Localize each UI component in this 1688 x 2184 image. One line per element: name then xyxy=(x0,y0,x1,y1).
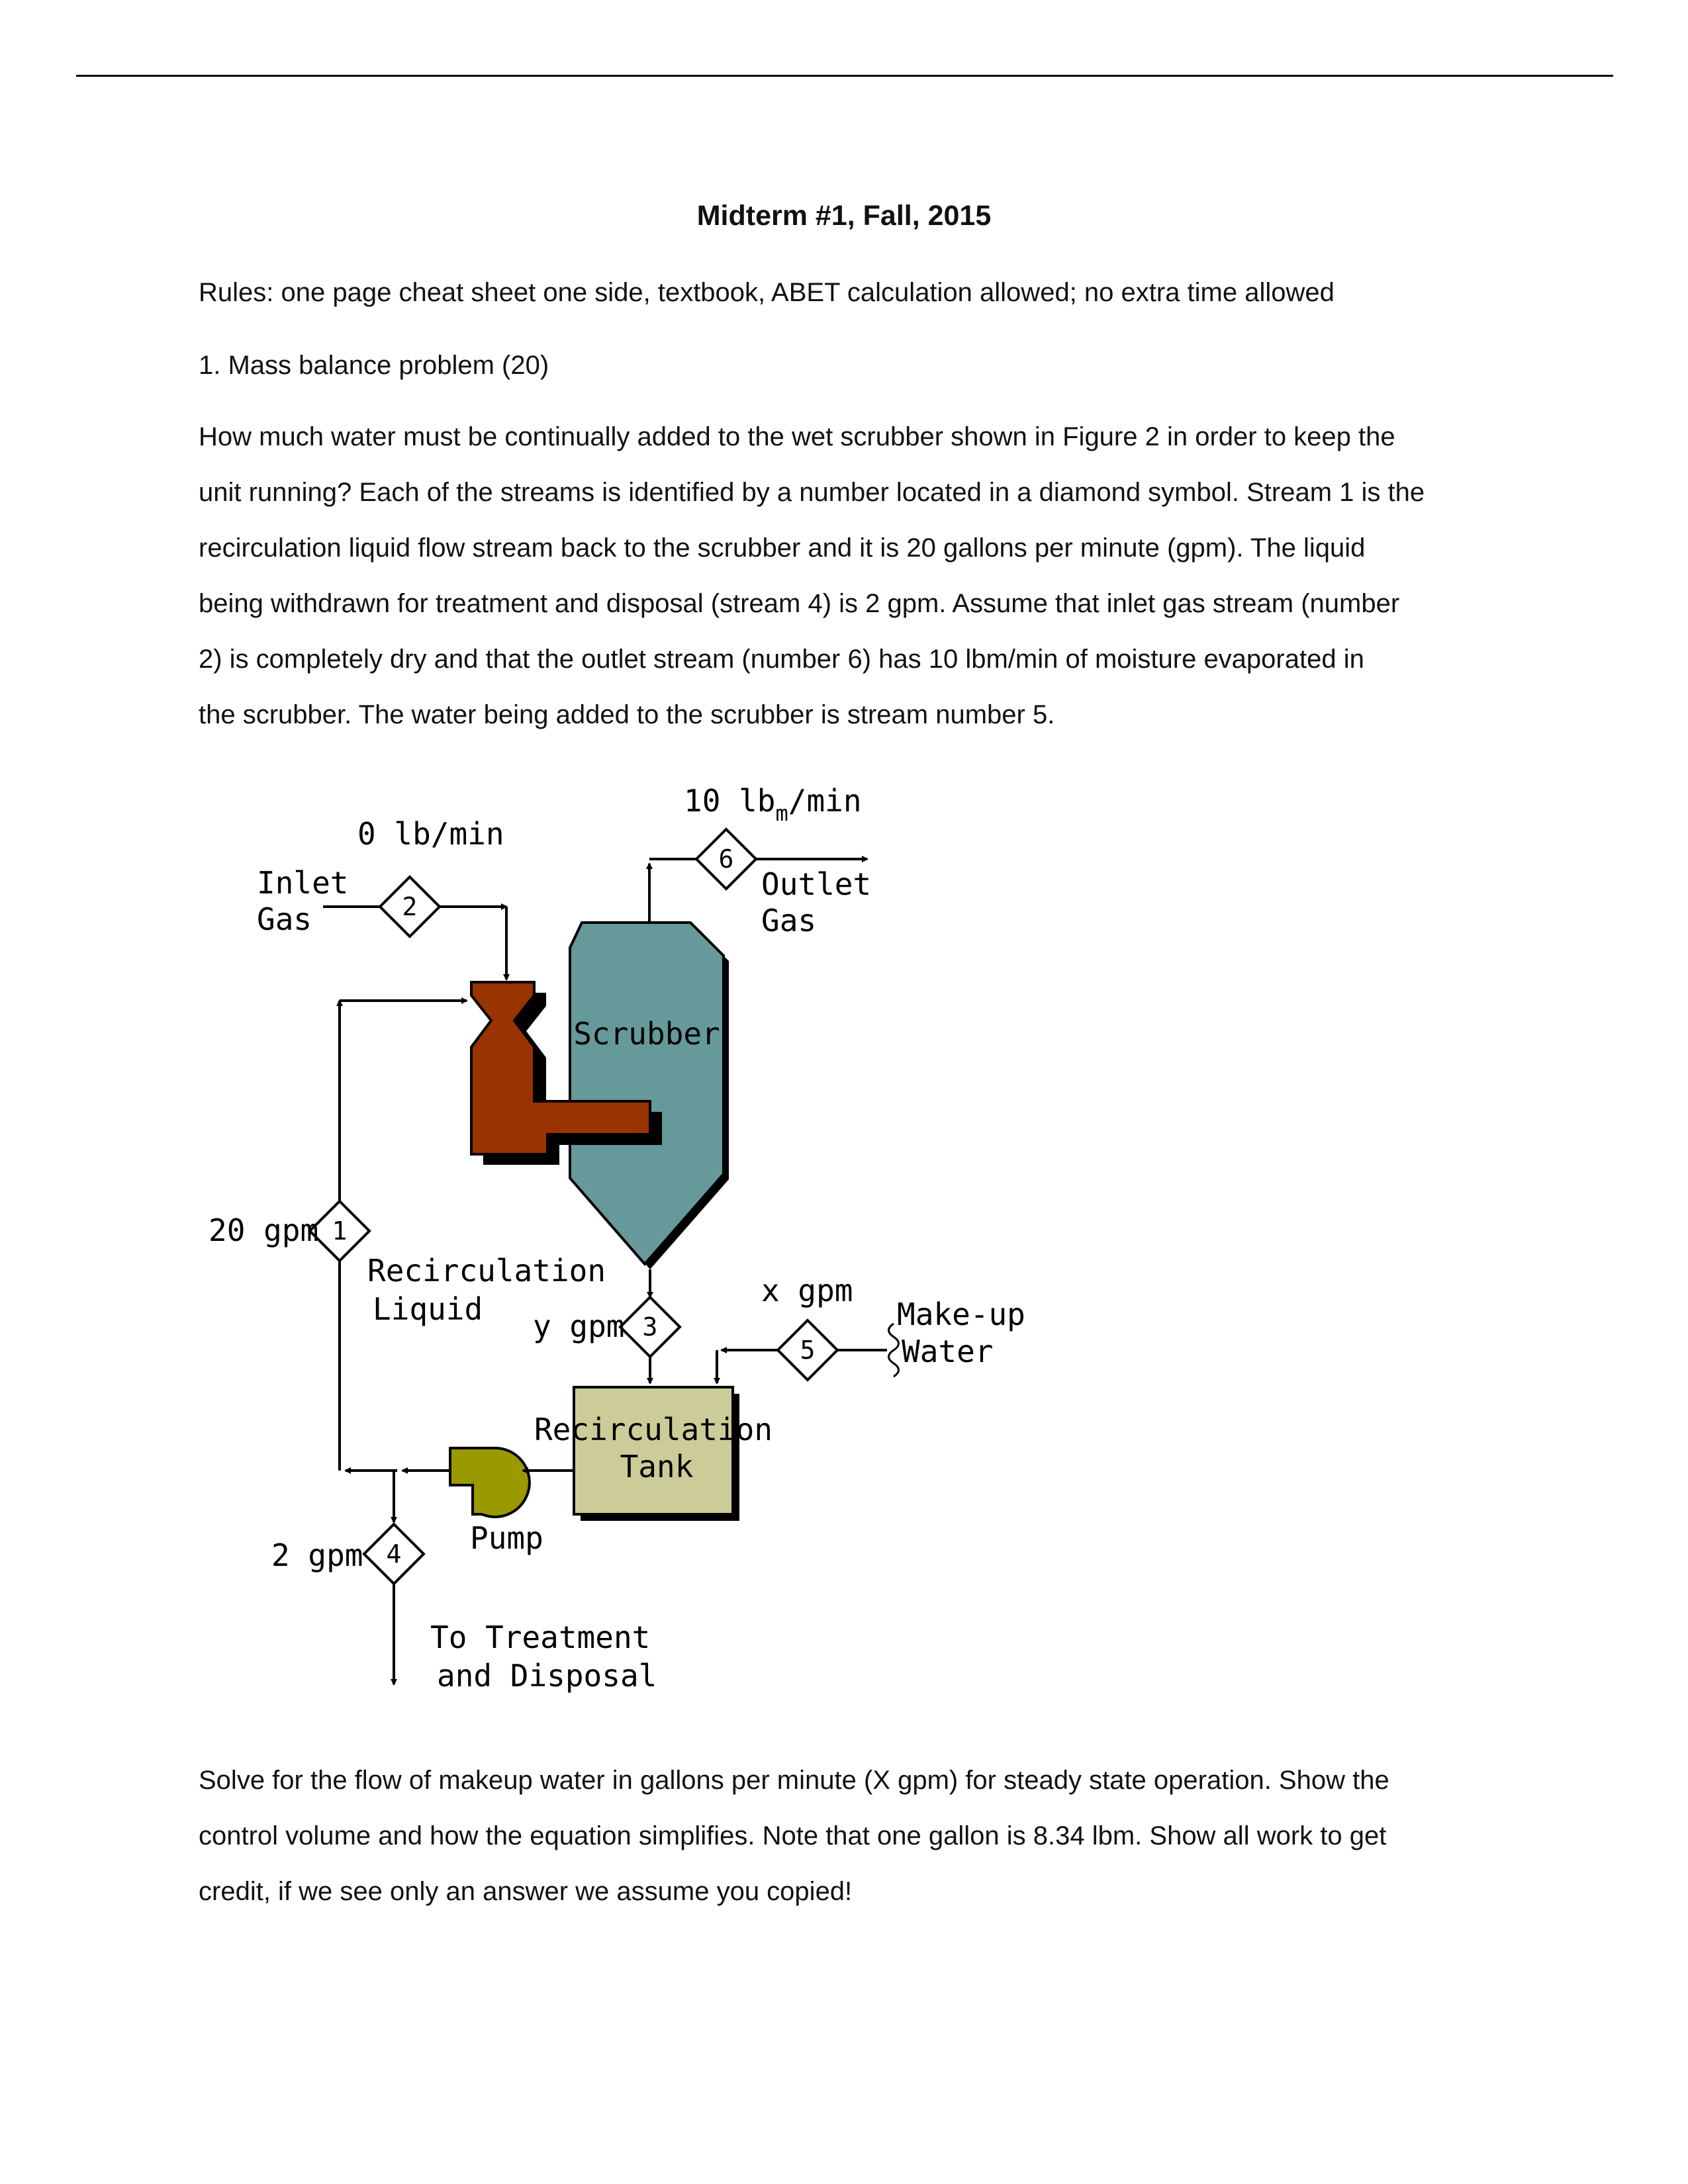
solve-line: Solve for the flow of makeup water in ga… xyxy=(199,1766,1389,1795)
problem-line: unit running? Each of the streams is ide… xyxy=(199,478,1425,507)
inlet-gas-label: Gas xyxy=(257,901,312,937)
stream-diamond-4: 4 xyxy=(362,1522,426,1586)
recirc-liquid-label: Liquid xyxy=(373,1291,483,1327)
solve-line: control volume and how the equation simp… xyxy=(199,1821,1387,1850)
outlet-gas-label: Outlet xyxy=(761,866,871,902)
problem-line: How much water must be continually added… xyxy=(199,422,1395,451)
stream-diamond-6: 6 xyxy=(694,827,758,891)
venturi-body xyxy=(470,981,651,1156)
recirc-flow-label: 20 gpm xyxy=(209,1212,318,1248)
stream-number: 3 xyxy=(643,1312,658,1342)
page-title: Midterm #1, Fall, 2015 xyxy=(696,200,992,232)
makeup-water-label: Make-up xyxy=(897,1297,1025,1332)
pump-label: Pump xyxy=(470,1520,543,1556)
problem-heading: 1. Mass balance problem (20) xyxy=(199,351,549,380)
solve-line: credit, if we see only an answer we assu… xyxy=(199,1877,853,1906)
stream-diamond-1: 1 xyxy=(308,1199,371,1263)
scrubber-label: Scrubber xyxy=(573,1016,720,1052)
break-symbol xyxy=(888,1322,900,1378)
stream-diamond-2: 2 xyxy=(378,875,442,938)
tank-label: Tank xyxy=(620,1449,694,1484)
scrubber-vessel-body xyxy=(569,921,725,1267)
makeup-flow-label: x gpm xyxy=(761,1273,853,1308)
inlet-gas-label: Inlet xyxy=(257,865,348,901)
problem-line: the scrubber. The water being added to t… xyxy=(199,700,1055,729)
tank-inlet-flow-label: y gpm xyxy=(533,1308,624,1344)
header-rule xyxy=(76,75,1613,77)
stream-number: 4 xyxy=(387,1539,402,1569)
stream-diamond-3: 3 xyxy=(618,1295,682,1359)
makeup-water-label: Water xyxy=(902,1334,993,1369)
recirculation-tank xyxy=(573,1386,734,1516)
problem-line: recirculation liquid flow stream back to… xyxy=(199,533,1366,563)
inlet-flow-label: 0 lb/min xyxy=(357,816,504,852)
problem-line: being withdrawn for treatment and dispos… xyxy=(199,589,1400,618)
recirc-liquid-label: Recirculation xyxy=(367,1253,606,1289)
outlet-gas-label: Gas xyxy=(761,903,816,938)
tank-label: Recirculation xyxy=(534,1412,773,1447)
disposal-label: and Disposal xyxy=(437,1658,657,1694)
pump-body xyxy=(449,1447,531,1518)
stream-diamond-5: 5 xyxy=(776,1318,839,1382)
disposal-flow-label: 2 gpm xyxy=(271,1537,363,1573)
rules-text: Rules: one page cheat sheet one side, te… xyxy=(199,278,1335,307)
stream-number: 5 xyxy=(800,1336,816,1365)
problem-line: 2) is completely dry and that the outlet… xyxy=(199,645,1364,674)
stream-number: 2 xyxy=(402,892,418,921)
disposal-label: To Treatment xyxy=(430,1619,650,1655)
outlet-flow-label: 10 lbm/min xyxy=(684,783,862,826)
stream-number: 1 xyxy=(332,1216,348,1246)
stream-number: 6 xyxy=(719,844,734,874)
